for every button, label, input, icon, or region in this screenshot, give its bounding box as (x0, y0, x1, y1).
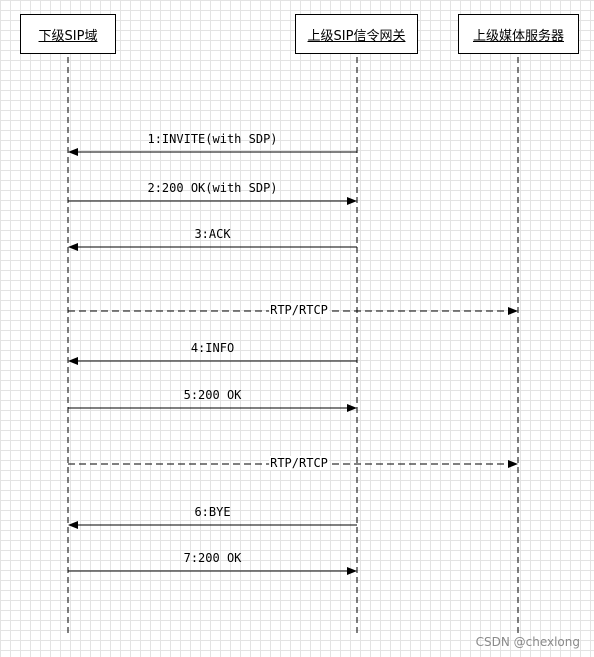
message-label-9: 7:200 OK (183, 551, 242, 565)
participant-upper-media-server: 上级媒体服务器 (458, 14, 579, 54)
participant-lower-sip-domain: 下级SIP域 (20, 14, 116, 54)
participant-upper-sip-gateway: 上级SIP信令网关 (295, 14, 418, 54)
message-label-6: 5:200 OK (183, 388, 242, 402)
message-label-4: RTP/RTCP (269, 303, 329, 317)
message-label-8: 6:BYE (194, 505, 231, 519)
watermark: CSDN @chexlong (475, 635, 580, 649)
message-label-1: 1:INVITE(with SDP) (147, 132, 278, 146)
message-label-3: 3:ACK (194, 227, 231, 241)
message-label-5: 4:INFO (190, 341, 235, 355)
message-label-2: 2:200 OK(with SDP) (147, 181, 278, 195)
message-label-7: RTP/RTCP (269, 456, 329, 470)
